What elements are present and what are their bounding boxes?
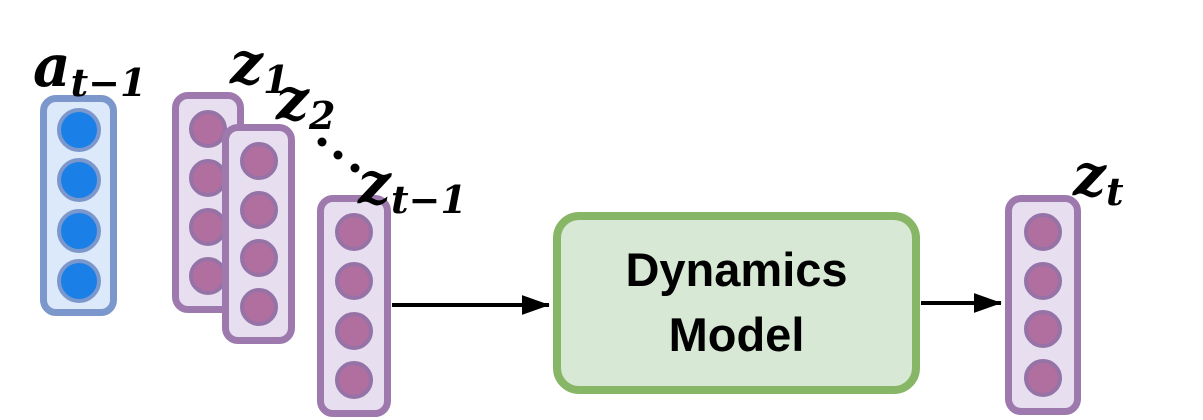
- vector-node: [56, 108, 101, 153]
- vector-node: [56, 158, 101, 203]
- vector-node: [56, 258, 101, 303]
- vector-node: [335, 213, 373, 252]
- vector-node: [239, 239, 278, 278]
- vector-node: [335, 360, 373, 399]
- label-z-t: zt: [1073, 146, 1124, 211]
- vector-node: [1024, 212, 1062, 251]
- dynamics-model-label-line2: Model: [668, 308, 805, 361]
- vector-node: [1024, 310, 1062, 349]
- action-vector-box: [40, 95, 117, 316]
- dynamics-model-box: Dynamics Model: [553, 212, 920, 394]
- vector-node: [56, 208, 101, 253]
- label-z2: z2: [276, 70, 335, 135]
- label-subscript: t−1: [390, 177, 467, 222]
- dynamics-model-label: Dynamics Model: [625, 238, 847, 368]
- vector-node: [239, 288, 278, 327]
- vector-node: [335, 262, 373, 301]
- vector-node: [189, 257, 227, 295]
- vector-node: [1024, 261, 1062, 300]
- vector-node: [1024, 359, 1062, 398]
- label-main: z: [276, 65, 309, 133]
- dynamics-model-label-line1: Dynamics: [625, 243, 848, 297]
- label-main: z: [358, 149, 391, 217]
- label-main: z: [1073, 141, 1106, 209]
- label-subscript: 2: [308, 93, 336, 138]
- label-subscript: 1: [262, 57, 290, 102]
- ellipsis-dots-icon: [317, 137, 360, 173]
- vector-node: [239, 141, 278, 180]
- label-z1: z1: [230, 34, 289, 99]
- vector-node: [189, 110, 227, 148]
- label-main: a: [33, 32, 71, 100]
- label-main: z: [230, 29, 263, 97]
- label-subscript: t: [1105, 169, 1124, 214]
- label-action-a-t-1: at−1: [33, 37, 146, 102]
- label-subscript: t−1: [70, 60, 147, 105]
- vector-node: [335, 311, 373, 350]
- label-z-t-1: zt−1: [358, 154, 467, 219]
- latent-vector-box-z-t-1: [317, 195, 391, 417]
- latent-vector-box-z-t: [1005, 195, 1081, 415]
- vector-node: [239, 190, 278, 229]
- latent-vector-box-z2: [222, 124, 295, 344]
